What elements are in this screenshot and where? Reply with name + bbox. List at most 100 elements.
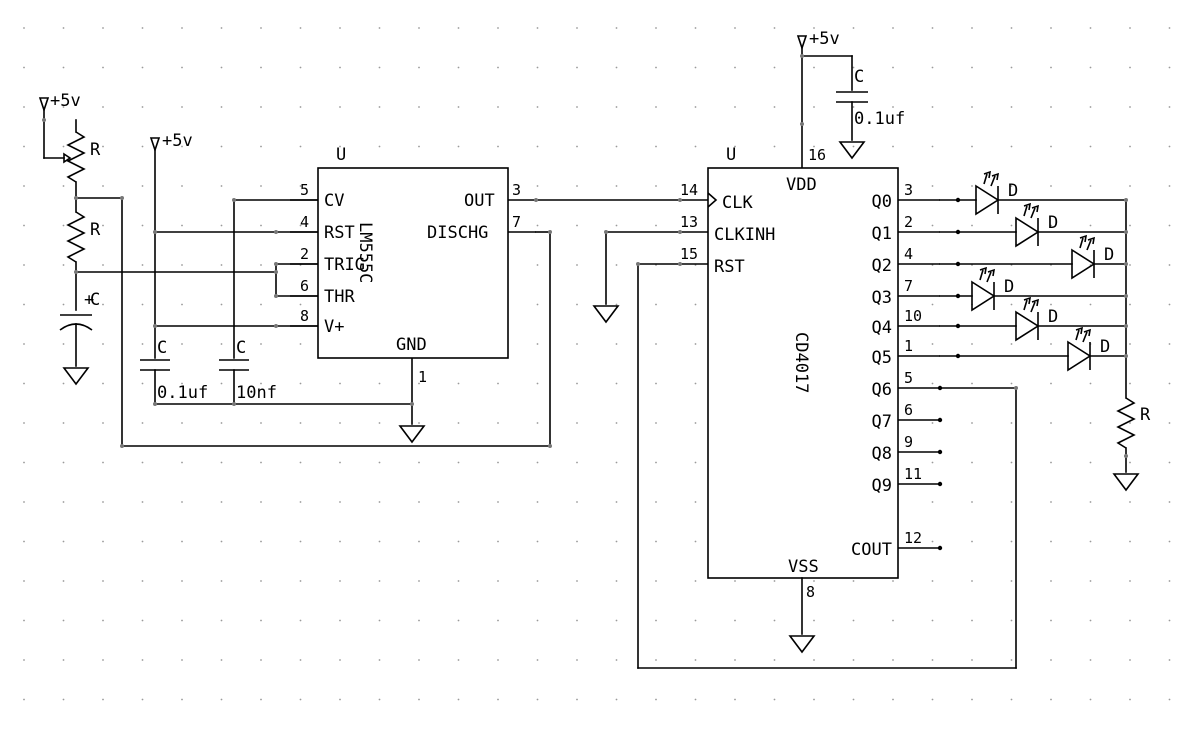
grid-dot bbox=[694, 659, 697, 661]
grid-dot bbox=[62, 145, 65, 148]
grid-dot bbox=[615, 619, 618, 622]
grid-dot bbox=[378, 580, 381, 582]
grid-dot bbox=[220, 580, 223, 582]
pin-end-dot bbox=[937, 417, 943, 423]
grid-dot bbox=[220, 461, 223, 464]
grid-dot bbox=[260, 224, 262, 227]
grid-dot bbox=[576, 264, 578, 266]
timing-capacitor: + C bbox=[59, 290, 100, 386]
grid-dot bbox=[1168, 224, 1171, 227]
grid-dot bbox=[260, 501, 262, 503]
grid-dot bbox=[339, 659, 341, 661]
grid-dot bbox=[220, 659, 223, 661]
grid-dot bbox=[1050, 501, 1052, 503]
pin-number: 1 bbox=[904, 337, 913, 355]
grid-dot bbox=[1089, 619, 1092, 622]
grid-dot bbox=[181, 422, 183, 424]
grid-dot bbox=[260, 106, 262, 108]
grid-dot bbox=[62, 343, 65, 345]
grid-dot bbox=[615, 540, 618, 543]
grid-dot bbox=[931, 540, 934, 543]
grid-dot bbox=[971, 461, 973, 464]
grid-dot bbox=[220, 698, 223, 701]
grid-dot bbox=[299, 659, 302, 661]
grid-dot bbox=[62, 224, 65, 227]
wire-node bbox=[274, 324, 278, 328]
grid-dot bbox=[971, 224, 973, 227]
grid-dot bbox=[813, 145, 815, 148]
grid-dot bbox=[457, 540, 460, 543]
grid-dot bbox=[1010, 382, 1013, 385]
grid-dot bbox=[1129, 540, 1131, 543]
pin-number: 12 bbox=[904, 529, 922, 547]
wire-node bbox=[232, 402, 236, 406]
grid-dot bbox=[694, 580, 697, 582]
grid-dot bbox=[457, 66, 460, 69]
grid-dot bbox=[102, 27, 104, 29]
clock-edge-marker bbox=[707, 192, 718, 208]
grid-dot bbox=[339, 27, 341, 29]
grid-dot bbox=[1168, 185, 1171, 187]
grid-dot bbox=[378, 698, 381, 701]
grid-dot bbox=[457, 145, 460, 148]
grid-dot bbox=[615, 66, 618, 69]
pin-end-dot bbox=[937, 545, 943, 551]
grid-dot bbox=[1089, 461, 1092, 464]
grid-dot bbox=[62, 422, 65, 424]
grid-dot bbox=[536, 619, 539, 622]
grid-dot bbox=[457, 106, 460, 108]
grid-dot bbox=[220, 145, 223, 148]
grid-dot bbox=[931, 501, 934, 503]
grid-dot bbox=[181, 580, 183, 582]
pin-number: 16 bbox=[808, 146, 826, 164]
wire-node bbox=[274, 294, 278, 298]
grid-dot bbox=[576, 540, 578, 543]
grid-dot bbox=[62, 461, 65, 464]
grid-dot bbox=[694, 501, 697, 503]
grid-dot bbox=[457, 698, 460, 701]
grid-dot bbox=[971, 145, 973, 148]
grid-dot bbox=[181, 66, 183, 69]
wire-node bbox=[274, 270, 278, 274]
grid-dot bbox=[1129, 145, 1131, 148]
grid-dot bbox=[181, 540, 183, 543]
grid-dot bbox=[299, 343, 302, 345]
grid-dot bbox=[1168, 145, 1171, 148]
pin-name: VSS bbox=[788, 557, 819, 577]
grid-dot bbox=[1129, 580, 1131, 582]
grid-dot bbox=[418, 27, 420, 29]
grid-dot bbox=[813, 698, 815, 701]
grid-dot bbox=[773, 698, 776, 701]
grid-dot bbox=[1089, 145, 1092, 148]
grid-dot bbox=[339, 501, 341, 503]
pin-number: 2 bbox=[904, 213, 913, 231]
pin-name: Q0 bbox=[872, 192, 892, 212]
grid-dot bbox=[418, 66, 420, 69]
pin-number: 2 bbox=[300, 245, 309, 263]
power-label: +5v bbox=[50, 91, 81, 111]
grid-dot bbox=[220, 66, 223, 69]
wire-node bbox=[74, 196, 78, 200]
grid-dot bbox=[141, 461, 144, 464]
grid-dot bbox=[339, 461, 341, 464]
grid-dot bbox=[418, 106, 420, 108]
pin-name: THR bbox=[324, 287, 355, 307]
grid-dot bbox=[299, 185, 302, 187]
grid-dot bbox=[102, 343, 104, 345]
grid-dot bbox=[23, 659, 25, 661]
grid-dot bbox=[260, 343, 262, 345]
grid-dot bbox=[378, 461, 381, 464]
grid-dot bbox=[971, 185, 973, 187]
grid-dot bbox=[23, 27, 25, 29]
pin-number: 9 bbox=[904, 433, 913, 451]
pin-name: RST bbox=[714, 257, 745, 277]
grid-dot bbox=[615, 461, 618, 464]
grid-dot bbox=[892, 66, 894, 69]
grid-dot bbox=[418, 422, 420, 424]
grid-dot bbox=[418, 659, 420, 661]
wire-node bbox=[232, 198, 236, 202]
grid-dot bbox=[378, 619, 381, 622]
grid-dot bbox=[418, 619, 420, 622]
grid-dot bbox=[615, 422, 618, 424]
